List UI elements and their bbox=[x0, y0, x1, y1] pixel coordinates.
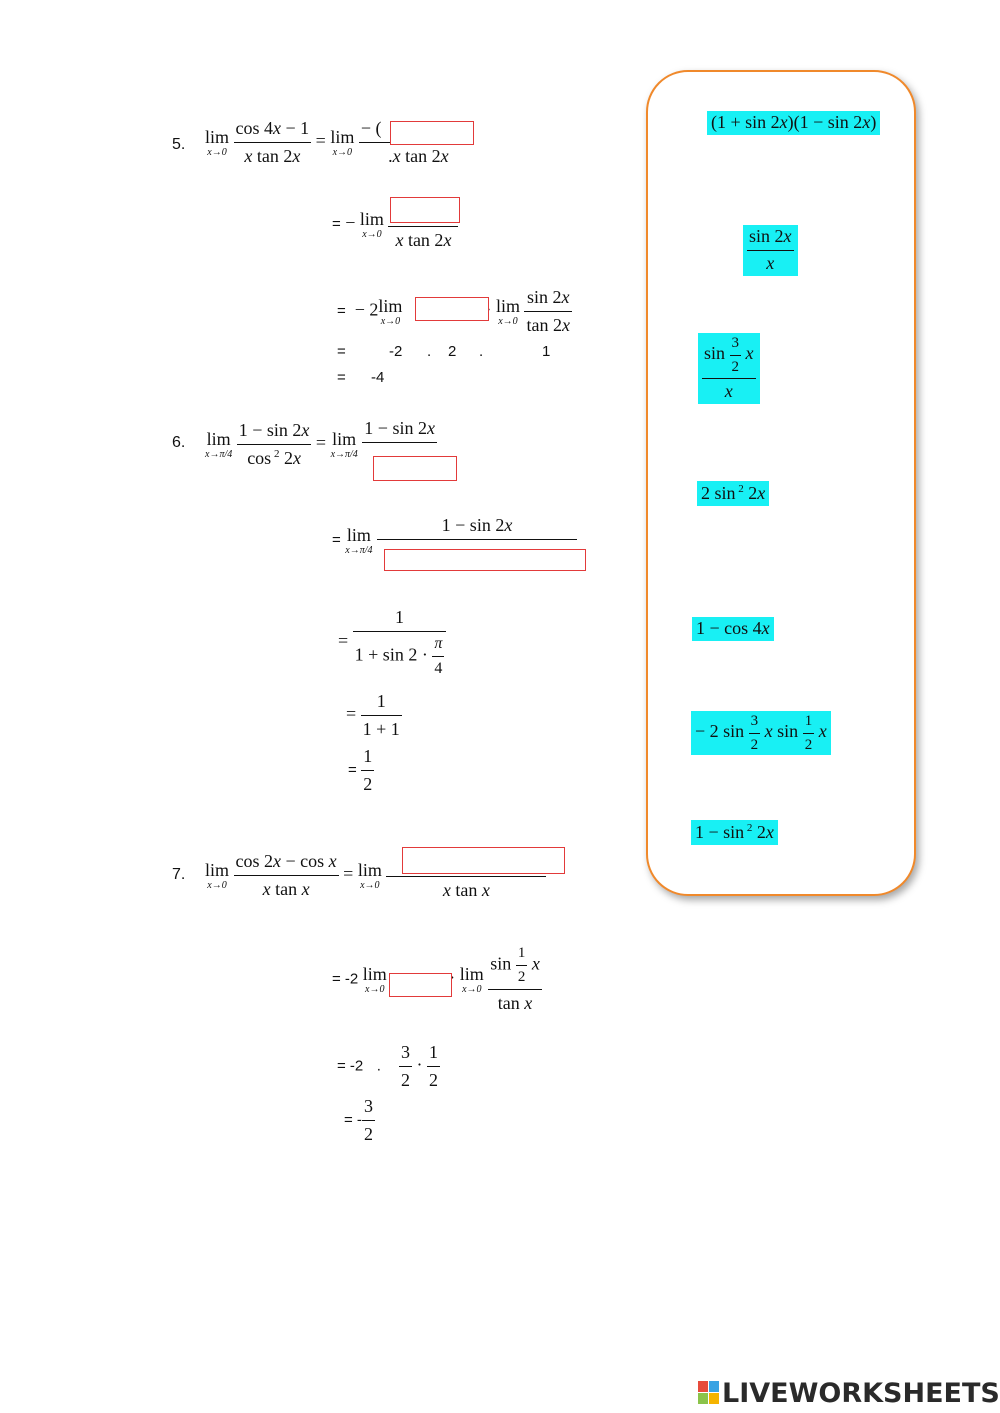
answer-box-6a[interactable] bbox=[373, 456, 457, 481]
answer-box-5b[interactable] bbox=[390, 197, 460, 223]
problem-5-line-4: = -2 . 2 . 1 bbox=[337, 343, 551, 360]
liveworksheets-logo-icon bbox=[698, 1381, 720, 1405]
option-2sin-squared-2x[interactable]: 2 sin 2 2x bbox=[697, 481, 770, 506]
problem-7-number: 7. bbox=[172, 866, 186, 883]
option-1-minus-cos4x[interactable]: 1 − cos 4x bbox=[692, 617, 774, 641]
answer-box-7b[interactable] bbox=[389, 973, 452, 997]
answer-box-5a[interactable] bbox=[390, 121, 474, 145]
problem-5-line-5: = -4 bbox=[337, 369, 385, 386]
answer-box-5c[interactable] bbox=[415, 297, 489, 321]
option-1plus-times-1minus[interactable]: (1 + sin 2x)(1 − sin 2x) bbox=[707, 111, 881, 135]
answer-box-7a[interactable] bbox=[402, 847, 565, 874]
answer-box-6b[interactable] bbox=[384, 549, 586, 571]
option-1-minus-sin-squared-2x[interactable]: 1 − sin 2 2x bbox=[691, 820, 778, 845]
options-panel bbox=[646, 70, 916, 896]
problem-5-number: 5. bbox=[172, 136, 186, 153]
liveworksheets-logo: LIVEWORKSHEETS bbox=[698, 1378, 1000, 1409]
problem-6-number: 6. bbox=[172, 434, 186, 451]
liveworksheets-logo-text: LIVEWORKSHEETS bbox=[722, 1378, 1000, 1409]
